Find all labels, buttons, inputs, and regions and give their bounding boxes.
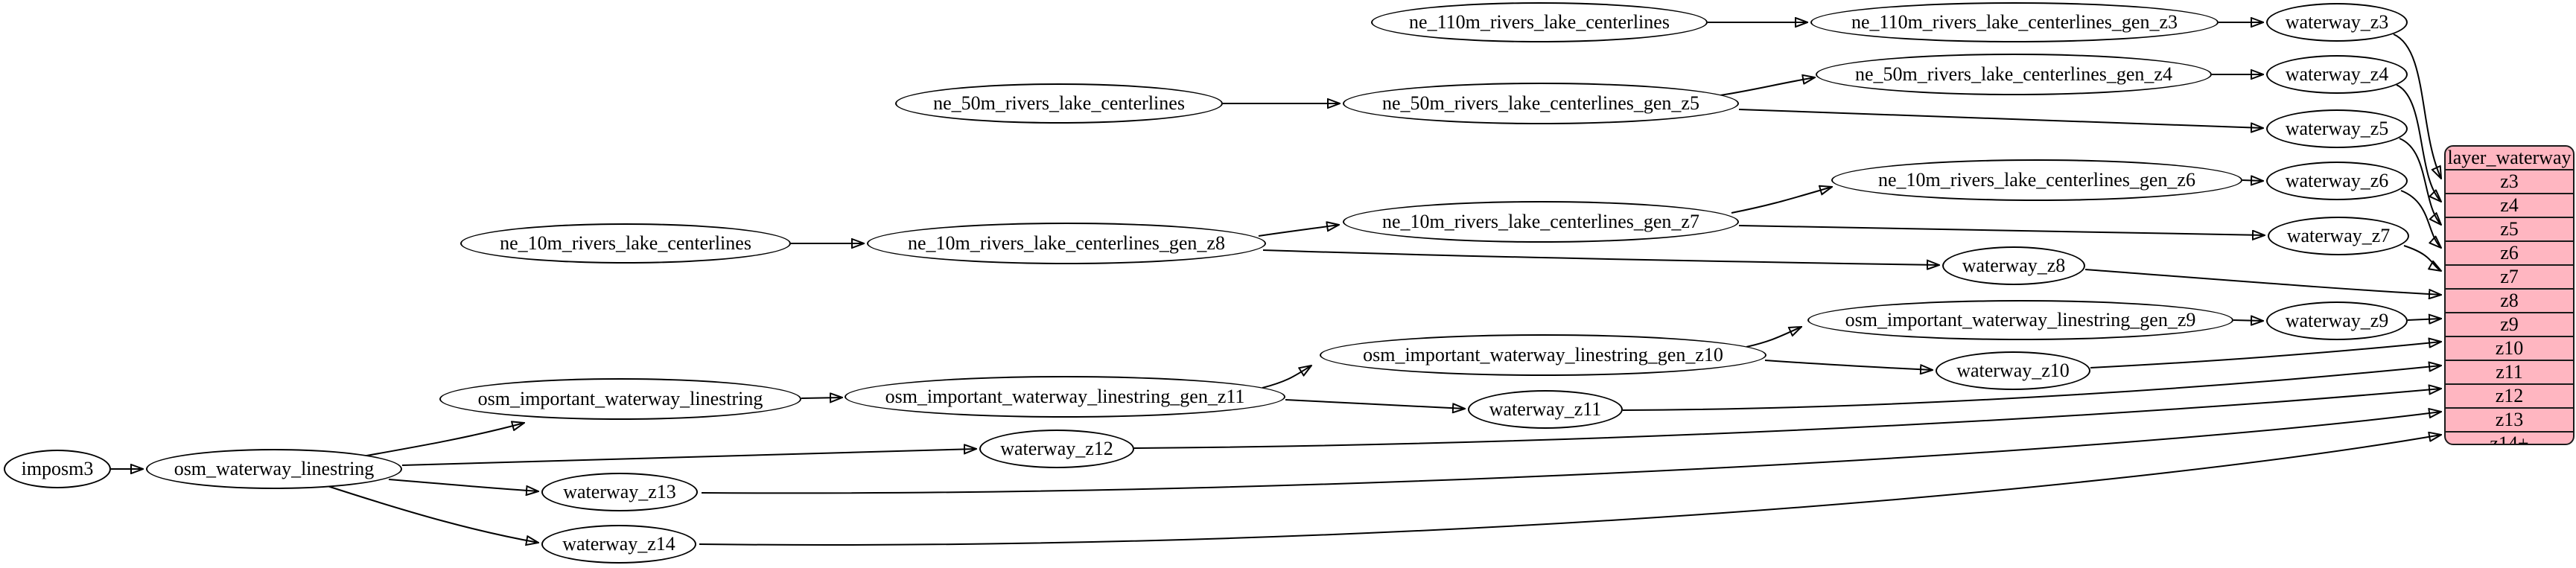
edge-waterway_z4--row-z4 [2396,84,2441,202]
edge-gen_z8--waterway_z8 [1262,249,1939,265]
edge-osm_waterway_linestring--osm_important_waterway_linestring [349,423,524,459]
node-ne_10m_gen_z8-label: ne_10m_rivers_lake_centerlines_gen_z8 [908,232,1225,254]
node-osm_important_waterway_linestring: osm_important_waterway_linestring [439,378,801,420]
edge-osm_waterway_linestring--waterway_z13 [388,479,538,491]
node-osm_waterway_linestring-label: osm_waterway_linestring [174,458,375,479]
node-waterway_z9: waterway_z9 [2266,301,2408,340]
table-row-z11: z11 [2446,360,2573,383]
edge-gen_z8--gen_z7 [1258,225,1339,237]
table-row-z7: z7 [2446,264,2573,288]
node-ne_10m_gen_z6: ne_10m_rivers_lake_centerlines_gen_z6 [1831,159,2242,201]
node-waterway_z11: waterway_z11 [1468,390,1623,429]
node-waterway_z4: waterway_z4 [2266,55,2408,94]
node-ne_110m_rivers_lake_centerlines: ne_110m_rivers_lake_centerlines [1371,2,1708,42]
node-waterway_z5-label: waterway_z5 [2285,118,2389,139]
table-row-z8: z8 [2446,288,2573,312]
edge-gen_z7--waterway_z7 [1738,225,2265,235]
node-ne_110m_gen_z3: ne_110m_rivers_lake_centerlines_gen_z3 [1810,2,2219,42]
node-waterway_z3: waterway_z3 [2266,3,2408,42]
table-row-z9: z9 [2446,312,2573,336]
edge-gen_z5--waterway_z5 [1738,109,2263,128]
table-row-z14plus: z14+ [2446,431,2573,444]
node-waterway_z12: waterway_z12 [979,430,1134,468]
edge-osm_waterway_linestring--waterway_z12 [401,449,976,466]
node-gen_z10-label: osm_important_waterway_linestring_gen_z1… [1363,344,1723,366]
node-osm_important_waterway_linestring-label: osm_important_waterway_linestring [477,388,763,409]
edge-waterway_z3--row-z3 [2393,33,2441,179]
edge-gen_z10--waterway_z10 [1764,360,1933,370]
edge-waterway_z5--row-z5 [2399,138,2441,225]
node-osm_important_waterway_linestring_gen_z10: osm_important_waterway_linestring_gen_z1… [1320,334,1766,376]
edge-gen_z9--waterway_z9 [2233,320,2263,321]
node-gen_z11-label: osm_important_waterway_linestring_gen_z1… [885,386,1245,407]
node-osm_waterway_linestring: osm_waterway_linestring [146,449,402,489]
node-ne_10m_gen_z7-label: ne_10m_rivers_lake_centerlines_gen_z7 [1382,211,1699,232]
layer-waterway-table: layer_waterway z3 z4 z5 z6 z7 z8 z9 z10 … [2444,145,2575,445]
edge-waterway_z6--row-z6 [2400,190,2441,248]
edge-gen_z10--gen_z9 [1746,327,1801,348]
node-waterway_z5: waterway_z5 [2266,109,2408,148]
node-ne_50m-label: ne_50m_rivers_lake_centerlines [933,92,1185,114]
table-row-z6: z6 [2446,240,2573,264]
node-osm_important_waterway_linestring_gen_z11: osm_important_waterway_linestring_gen_z1… [845,376,1285,418]
edge-osm_waterway_linestring--waterway_z14 [325,485,538,543]
edge-waterway_z8--row-z8 [2084,269,2441,295]
node-waterway_z7-label: waterway_z7 [2286,225,2391,246]
node-ne_10m-label: ne_10m_rivers_lake_centerlines [500,232,751,254]
node-waterway_z6-label: waterway_z6 [2285,170,2389,191]
table-row-z5: z5 [2446,217,2573,240]
table-row-z13: z13 [2446,407,2573,431]
edge-waterway_z14--row-z14 [699,435,2441,546]
table-row-z3: z3 [2446,169,2573,193]
table-row-z12: z12 [2446,383,2573,407]
edge-gen_z5--gen_z4 [1720,77,1815,96]
node-waterway_z7: waterway_z7 [2268,217,2409,255]
node-ne_50m_gen_z5-label: ne_50m_rivers_lake_centerlines_gen_z5 [1382,92,1699,114]
node-waterway_z9-label: waterway_z9 [2285,310,2389,331]
node-ne_10m_gen_z8: ne_10m_rivers_lake_centerlines_gen_z8 [867,223,1266,264]
node-ne_10m_gen_z7: ne_10m_rivers_lake_centerlines_gen_z7 [1343,201,1739,243]
node-imposm3-label: imposm3 [21,458,94,479]
node-gen_z9-label: osm_important_waterway_linestring_gen_z9 [1845,309,2196,331]
edge-gen_z11--gen_z10 [1262,366,1311,389]
node-waterway_z10-label: waterway_z10 [1956,360,2070,381]
node-ne_110m-label: ne_110m_rivers_lake_centerlines [1409,11,1670,33]
node-ne_50m_gen_z4: ne_50m_rivers_lake_centerlines_gen_z4 [1816,54,2212,95]
node-waterway_z8: waterway_z8 [1942,246,2085,285]
node-osm_important_waterway_linestring_gen_z9: osm_important_waterway_linestring_gen_z9 [1807,300,2233,340]
node-waterway_z10: waterway_z10 [1936,351,2090,390]
node-ne_50m_gen_z4-label: ne_50m_rivers_lake_centerlines_gen_z4 [1855,63,2172,85]
edge-waterway_z9--row-z9 [2407,319,2441,320]
edge-waterway_z12--row-z12 [1133,389,2441,449]
node-waterway_z14: waterway_z14 [541,525,696,564]
node-waterway_z14-label: waterway_z14 [562,533,675,555]
edge-gen_z6--waterway_z6 [2242,180,2263,181]
node-waterway_z3-label: waterway_z3 [2285,11,2389,33]
node-ne_10m_rivers_lake_centerlines: ne_10m_rivers_lake_centerlines [460,223,791,264]
node-waterway_z11-label: waterway_z11 [1489,398,1602,420]
node-waterway_z4-label: waterway_z4 [2285,63,2389,85]
node-ne_110m_gen_z3-label: ne_110m_rivers_lake_centerlines_gen_z3 [1851,11,2178,33]
edge-gen_z7--gen_z6 [1731,187,1832,214]
node-waterway_z13: waterway_z13 [541,473,698,511]
node-ne_50m_rivers_lake_centerlines: ne_50m_rivers_lake_centerlines [895,83,1223,124]
node-waterway_z8-label: waterway_z8 [1962,255,2066,276]
edge-waterway_z7--row-z7 [2403,245,2441,271]
node-waterway_z6: waterway_z6 [2266,162,2408,200]
edge-waterway_z10--row-z10 [2090,342,2441,368]
table-title: layer_waterway [2447,147,2572,168]
edge-gen_z11--waterway_z11 [1285,399,1465,409]
node-waterway_z12-label: waterway_z12 [1000,438,1113,459]
node-imposm3: imposm3 [4,450,111,488]
edge-waterway_z11--row-z11 [1622,366,2441,411]
table-row-z4: z4 [2446,193,2573,217]
node-ne_10m_gen_z6-label: ne_10m_rivers_lake_centerlines_gen_z6 [1878,169,2195,191]
node-waterway_z13-label: waterway_z13 [563,481,676,502]
table-row-z10: z10 [2446,336,2573,360]
node-ne_50m_gen_z5: ne_50m_rivers_lake_centerlines_gen_z5 [1343,83,1739,124]
edge-waterway_z13--row-z13 [701,412,2441,494]
